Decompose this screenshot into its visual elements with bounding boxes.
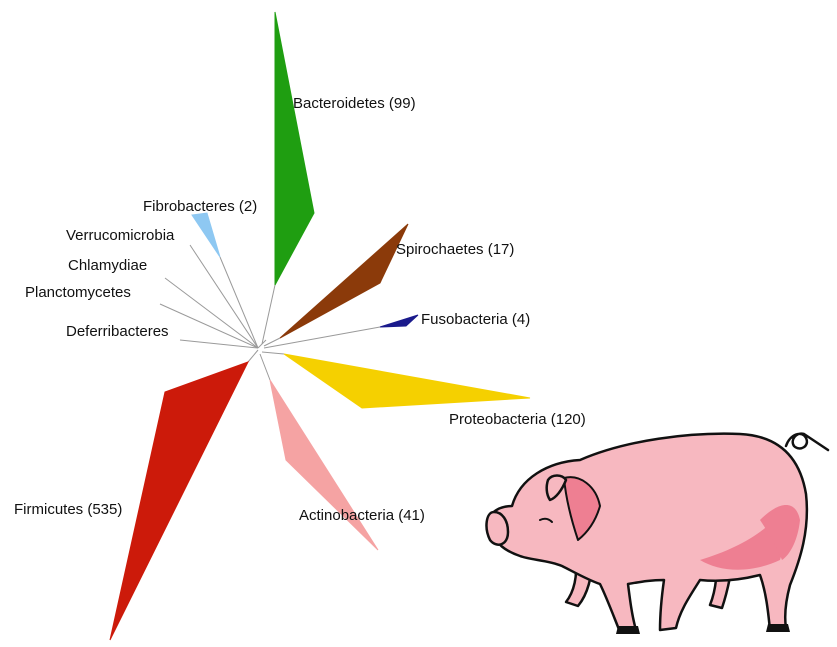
label-chlamydiae: Chlamydiae [68, 257, 147, 274]
label-bacteroidetes: Bacteroidetes (99) [293, 95, 416, 112]
pig-tail [786, 434, 828, 450]
branch-bacteroidetes [262, 285, 275, 344]
wedge-fusobacteria [380, 315, 418, 327]
label-actinobacteria: Actinobacteria (41) [299, 507, 425, 524]
label-verrucomicrobia: Verrucomicrobia [66, 227, 175, 244]
branch-actinobacteria [260, 354, 270, 380]
label-proteobacteria: Proteobacteria (120) [449, 411, 586, 428]
branch-spirochaetes [264, 338, 280, 346]
wedge-fibrobacteres [192, 213, 220, 257]
pig-snout [487, 512, 508, 545]
branch-deferribacteres [180, 340, 258, 348]
label-deferribacteres: Deferribacteres [66, 323, 169, 340]
pig-hoof-front [616, 626, 640, 634]
label-fusobacteria: Fusobacteria (4) [421, 311, 530, 328]
branch-proteobacteria [262, 352, 284, 354]
pig-hoof-back [766, 624, 790, 632]
wedge-bacteroidetes [275, 12, 314, 285]
label-planctomycetes: Planctomycetes [25, 284, 131, 301]
tree-branches [160, 245, 380, 380]
branch-firmicutes [248, 350, 258, 362]
label-spirochaetes: Spirochaetes (17) [396, 241, 514, 258]
label-fibrobacteres: Fibrobacteres (2) [143, 198, 257, 215]
wedge-proteobacteria [284, 354, 530, 408]
label-firmicutes: Firmicutes (535) [14, 501, 122, 518]
branch-fibrobacteres [220, 257, 258, 348]
pig-illustration [487, 434, 828, 634]
wedge-firmicutes [110, 362, 248, 640]
